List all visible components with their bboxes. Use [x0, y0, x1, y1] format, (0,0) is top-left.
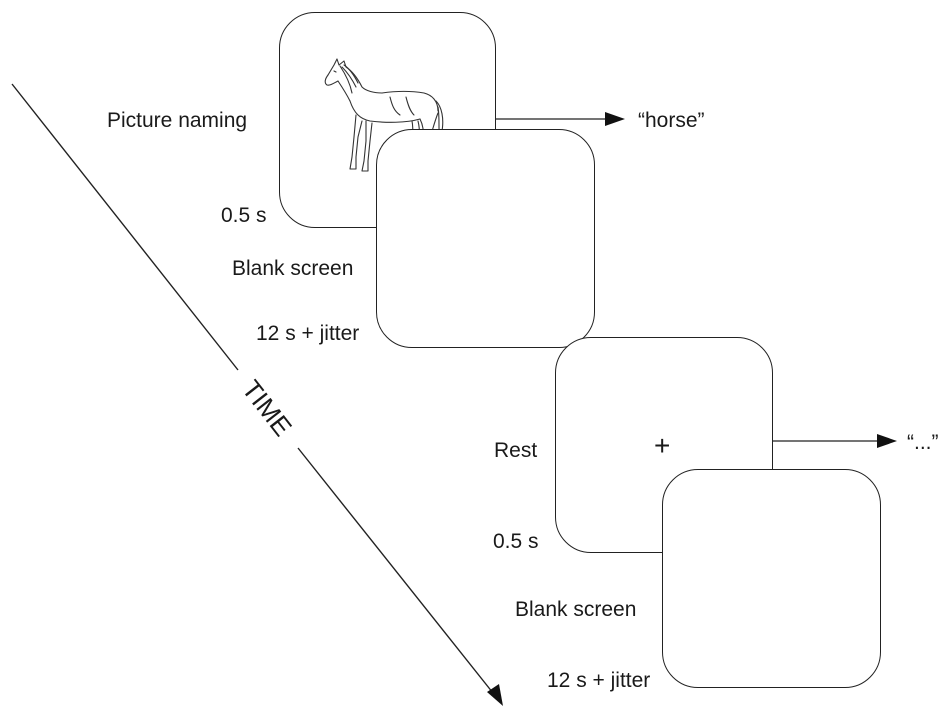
fixation-cross: +	[654, 432, 670, 460]
rest-label: Rest	[494, 440, 537, 461]
picture-naming-label: Picture naming	[107, 110, 247, 131]
blank-screen-label-1: Blank screen	[232, 258, 353, 279]
blank-screen-1	[376, 129, 595, 348]
blank-duration-label-2: 12 s + jitter	[547, 670, 650, 691]
rest-response-label: “...”	[907, 432, 939, 453]
time-axis-line-lower	[298, 448, 493, 693]
time-axis-arrowhead	[487, 684, 503, 706]
response-arrowhead-2	[877, 434, 897, 448]
picture-response-label: “horse”	[638, 110, 705, 131]
blank-duration-label-1: 12 s + jitter	[256, 323, 359, 344]
rest-duration-label: 0.5 s	[493, 531, 539, 552]
blank-screen-2	[662, 469, 881, 688]
blank-screen-label-2: Blank screen	[515, 599, 636, 620]
picture-duration-label: 0.5 s	[221, 205, 267, 226]
response-arrowhead-1	[605, 112, 625, 126]
